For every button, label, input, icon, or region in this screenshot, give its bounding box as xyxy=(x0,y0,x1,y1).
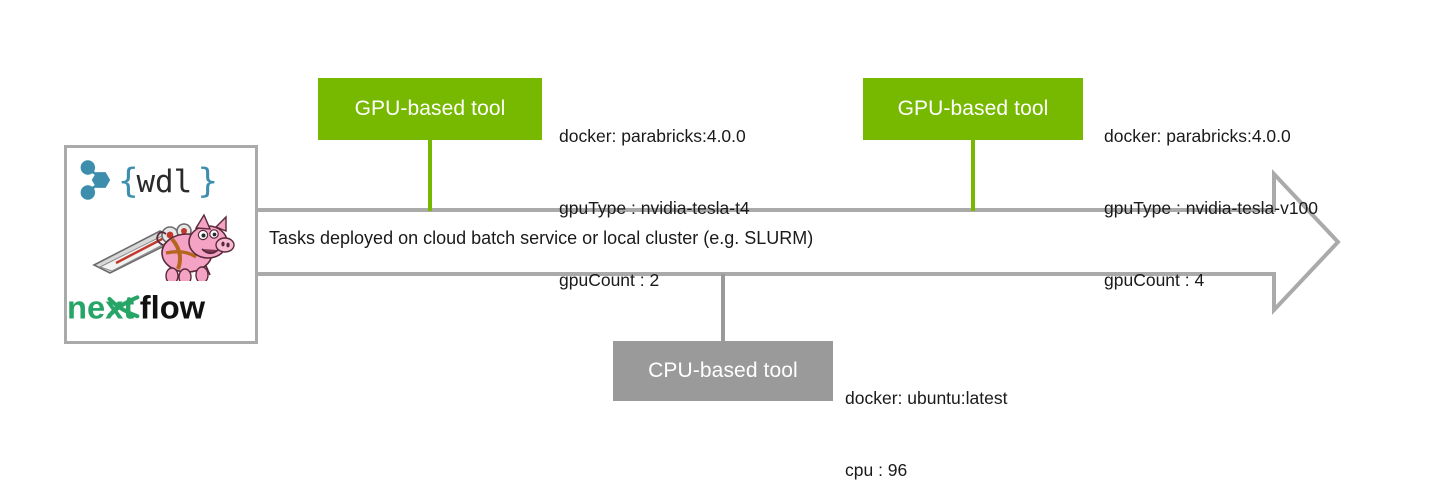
cpu-tool-1-attr-docker: docker: ubuntu:latest xyxy=(845,388,1008,408)
pig-logo-slot xyxy=(67,209,255,282)
gpu-tool-2-attributes: docker: parabricks:4.0.0 gpuType : nvidi… xyxy=(1104,76,1318,340)
pig-logo xyxy=(92,213,235,282)
gpu-tool-1-label: GPU-based tool xyxy=(354,97,506,120)
gpu-tool-2-label: GPU-based tool xyxy=(897,97,1049,120)
gpu-based-tool-box-1[interactable]: GPU-based tool xyxy=(318,78,542,140)
gpu-based-tool-box-2[interactable]: GPU-based tool xyxy=(863,78,1083,140)
wdl-logo-slot: { } {wdl} wdl xyxy=(67,157,255,203)
gpu-tool-2-attr-docker: docker: parabricks:4.0.0 xyxy=(1104,126,1291,146)
gpu-tool-1-attributes: docker: parabricks:4.0.0 gpuType : nvidi… xyxy=(559,76,750,340)
svg-text:wdl: wdl xyxy=(136,164,192,200)
connector-gpu-1 xyxy=(428,140,432,211)
svg-text:}: } xyxy=(197,162,218,202)
cpu-tool-1-attributes: docker: ubuntu:latest cpu : 96 memory : … xyxy=(845,338,1007,504)
connector-gpu-2 xyxy=(971,140,975,211)
arrow-caption: Tasks deployed on cloud batch service or… xyxy=(269,228,814,248)
wdl-logo: { } {wdl} wdl xyxy=(80,160,218,202)
svg-text:flow: flow xyxy=(140,288,206,325)
gpu-tool-1-attr-docker: docker: parabricks:4.0.0 xyxy=(559,126,746,146)
cpu-tool-1-label: CPU-based tool xyxy=(648,359,798,382)
gpu-tool-1-attr-gpucount: gpuCount : 2 xyxy=(559,270,660,290)
gpu-tool-1-attr-gputype: gpuType : nvidia-tesla-t4 xyxy=(559,198,750,218)
cpu-based-tool-box-1[interactable]: CPU-based tool xyxy=(613,341,833,401)
gpu-tool-2-attr-gpucount: gpuCount : 4 xyxy=(1104,270,1205,290)
nextflow-logo: next flow xyxy=(67,288,206,325)
nextflow-logo-slot: next flow xyxy=(67,288,255,328)
svg-text:next: next xyxy=(67,288,134,325)
connector-cpu-1 xyxy=(721,274,725,342)
svg-text:{: { xyxy=(118,162,139,202)
gpu-tool-2-attr-gputype: gpuType : nvidia-tesla-v100 xyxy=(1104,198,1319,218)
cpu-tool-1-attr-cpu: cpu : 96 xyxy=(845,460,908,480)
workflow-engine-box: { } {wdl} wdl xyxy=(64,145,258,344)
